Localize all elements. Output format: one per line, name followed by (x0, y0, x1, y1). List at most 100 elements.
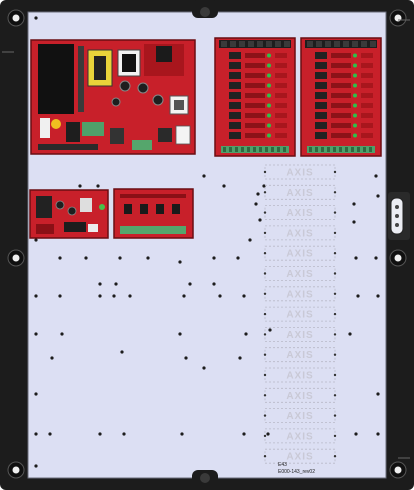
axis-slot: AXIS (263, 164, 337, 180)
screw-hole (376, 432, 380, 436)
screw-hole (248, 238, 252, 242)
corner-mounting-hole (389, 9, 407, 27)
screw-hole (34, 332, 38, 336)
screw-hole (376, 194, 380, 198)
axis-slot: AXIS (263, 245, 337, 261)
panel-label-line2: E000-143_rev02 (278, 469, 315, 475)
screw-hole (178, 332, 182, 336)
screw-hole (354, 432, 358, 436)
axis-slot-label: AXIS (286, 269, 313, 280)
panel-label-line1: E43 (278, 462, 287, 468)
axis-slot-label: AXIS (286, 371, 313, 382)
screw-hole (374, 174, 378, 178)
corner-mounting-hole (389, 249, 407, 267)
screw-hole (48, 432, 52, 436)
power-supply-board (30, 39, 196, 155)
screw-hole (118, 256, 122, 260)
axis-slot-label: AXIS (286, 249, 313, 260)
screw-hole (128, 294, 132, 298)
screw-hole (120, 350, 124, 354)
side-latch (388, 192, 410, 240)
screw-hole (34, 464, 38, 468)
axis-slot-label: AXIS (286, 452, 313, 463)
screw-hole (34, 238, 38, 242)
axis-slot-label: AXIS (286, 391, 313, 402)
screw-hole (34, 392, 38, 396)
axis-slot-label: AXIS (286, 350, 313, 361)
relay-board-2 (300, 37, 382, 157)
small-power-board (29, 189, 109, 239)
screw-hole (178, 260, 182, 264)
axis-slot-list: AXIS AXIS AXIS AXIS AXIS AXIS AXIS AXIS AXIS AXIS… (263, 164, 337, 464)
axis-slot: AXIS (263, 184, 337, 200)
relay-board-1 (214, 37, 296, 157)
axis-slot-label: AXIS (286, 330, 313, 341)
axis-slot: AXIS (263, 408, 337, 424)
bottom-notch (192, 470, 218, 490)
screw-hole (374, 256, 378, 260)
screw-hole (242, 432, 246, 436)
screw-hole (98, 282, 102, 286)
screw-hole (146, 256, 150, 260)
axis-slot: AXIS (263, 225, 337, 241)
axis-slot-label: AXIS (286, 310, 313, 321)
axis-slot: AXIS (263, 367, 337, 383)
screw-hole (244, 332, 248, 336)
screw-hole (236, 256, 240, 260)
screw-hole (352, 220, 356, 224)
screw-hole (218, 294, 222, 298)
screw-hole (58, 256, 62, 260)
screw-hole (238, 356, 242, 360)
screw-hole (122, 432, 126, 436)
screw-hole (78, 184, 82, 188)
screw-hole (202, 174, 206, 178)
axis-slot-label: AXIS (286, 289, 313, 300)
axis-slot-label: AXIS (286, 188, 313, 199)
screw-hole (34, 432, 38, 436)
screw-hole (354, 256, 358, 260)
screw-hole (268, 328, 272, 332)
axis-slot-label: AXIS (286, 431, 313, 442)
corner-mounting-hole (7, 9, 25, 27)
axis-slot-label: AXIS (286, 208, 313, 219)
screw-hole (180, 432, 184, 436)
screw-hole (184, 356, 188, 360)
axis-slot: AXIS (263, 347, 337, 363)
screw-hole (212, 282, 216, 286)
screw-hole (58, 294, 62, 298)
screw-hole (98, 432, 102, 436)
axis-slot: AXIS (263, 306, 337, 322)
screw-hole (98, 294, 102, 298)
screw-hole (266, 432, 270, 436)
axis-slot-label: AXIS (286, 168, 313, 179)
corner-mounting-hole (7, 461, 25, 479)
top-notch (192, 0, 218, 18)
axis-slot-label: AXIS (286, 411, 313, 422)
distribution-board (113, 188, 194, 239)
screw-hole (356, 294, 360, 298)
screw-hole (34, 16, 38, 20)
screw-hole (60, 332, 64, 336)
axis-slot: AXIS (263, 387, 337, 403)
screw-hole (50, 356, 54, 360)
screw-hole (242, 294, 246, 298)
screw-hole (256, 192, 260, 196)
axis-slot-label: AXIS (286, 228, 313, 239)
axis-slot: AXIS (263, 448, 337, 464)
screw-hole (376, 392, 380, 396)
screw-hole (212, 256, 216, 260)
axis-slot: AXIS (263, 286, 337, 302)
corner-mounting-hole (7, 249, 25, 267)
axis-slot: AXIS (263, 428, 337, 444)
corner-mounting-hole (389, 461, 407, 479)
screw-hole (188, 282, 192, 286)
screw-hole (254, 202, 258, 206)
screw-hole (96, 184, 100, 188)
screw-hole (352, 202, 356, 206)
screw-hole (376, 294, 380, 298)
screw-hole (258, 218, 262, 222)
screw-hole (114, 282, 118, 286)
screw-hole (34, 294, 38, 298)
axis-slot: AXIS (263, 326, 337, 342)
